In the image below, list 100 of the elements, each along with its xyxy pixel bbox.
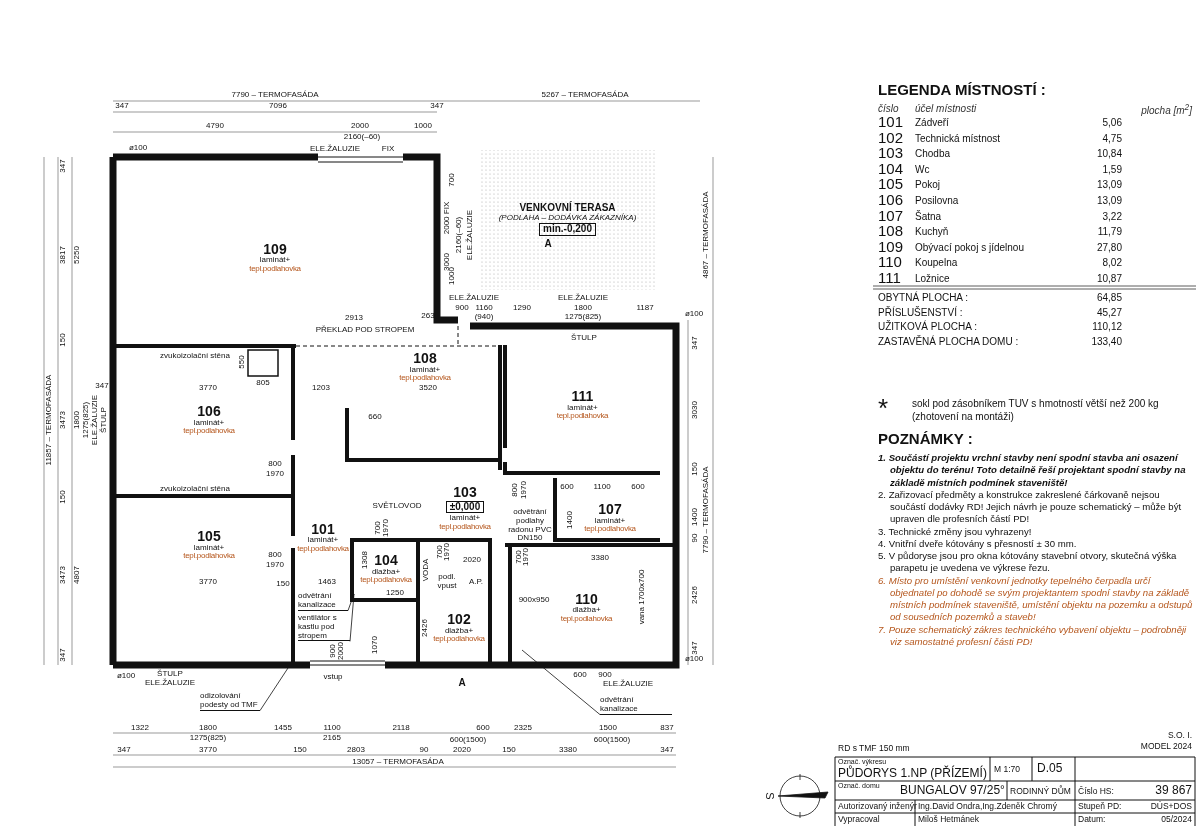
wall-spec-label: RD s TMF 150 mm (838, 744, 910, 754)
dimension-value: 3770 (199, 577, 217, 587)
door-dimension: 700 (373, 521, 383, 535)
section-mark: A (544, 237, 552, 249)
order-number: 39 867 (1155, 784, 1192, 798)
dimension-value: 3380 (559, 745, 577, 755)
dimension-value: 1250 (386, 588, 404, 598)
floor-finish-label: dlažba+ (371, 567, 401, 577)
dimension-value: 1322 (131, 723, 149, 733)
field-caption: Autorizovaný inženýr (838, 802, 917, 812)
total-label: ZASTAVĚNÁ PLOCHA DOMU : (878, 335, 1019, 347)
dimension-label: 11857 – TERMOFASÁDA (44, 374, 54, 466)
dimension-value: 3817 (58, 246, 68, 264)
floor-finish-label: laminát+ (449, 514, 481, 523)
house-category: RODINNÝ DŮM (1010, 787, 1071, 797)
author-name: Miloš Hetmánek (918, 815, 979, 825)
dimension-value: 7096 (269, 101, 287, 111)
dimension-label: 7790 – TERMOFASÁDA (231, 90, 319, 100)
floor-drain-label: podl. vpust (436, 573, 458, 591)
floor-finish-label: laminát+ (193, 543, 225, 553)
scale-value: M 1:70 (994, 765, 1020, 775)
dimension-value: 90 (419, 745, 429, 755)
dimension-value: 1308 (360, 551, 370, 569)
dimension-value: 900 (598, 670, 612, 679)
area-value: 11,79 (1097, 226, 1122, 238)
compass-letter: S (763, 792, 777, 800)
dimension-value: 2913 (345, 313, 363, 323)
section-mark: A (458, 676, 466, 688)
annotation-text: odvětrání kanalizace (600, 696, 672, 715)
room-name: Koupelna (915, 257, 958, 269)
dimension-value: 2000 (351, 121, 369, 131)
dimension-value: 837 (660, 723, 674, 733)
drain-pipe-label: ø100 (684, 654, 704, 664)
window-label: ŠTULP (571, 333, 597, 343)
dimension-value: 4807 (72, 566, 82, 584)
floor-heating-label: tepl.podlahovka (183, 427, 235, 436)
area-value: 13,09 (1096, 195, 1122, 206)
room-number: 104 (374, 553, 398, 568)
drain-pipe-label: ø100 (684, 309, 704, 319)
dimension-value: 1275(825) (189, 733, 227, 743)
room-name: Wc (915, 163, 930, 175)
door-dimension: 1970 (519, 481, 529, 499)
note-text: 2. Zařizovací předměty a konstrukce zakreslené čárkovaně nejsou součástí dodávky RD! Jejich návrh je pouze schematický – může být upraven dle profesních částí PD! (878, 488, 1183, 526)
floor-finish-label: dlažba+ (444, 626, 474, 636)
door-dimension: 1970 (442, 543, 452, 561)
door-dimension: 1970 (266, 469, 284, 479)
dimension-value: 1400 (690, 508, 700, 526)
dimension-value: 347 (690, 336, 700, 350)
room-number: 111 (571, 389, 594, 404)
dimension-label: 5267 – TERMOFASÁDA (541, 90, 629, 100)
dimension-value: 600(1500) (449, 735, 487, 745)
area-value: 10,87 (1096, 273, 1122, 284)
total-label: PŘÍSLUŠENSTVÍ : (878, 306, 963, 318)
floor-heating-label: tepl.podlahovka (183, 552, 235, 561)
floor-heating-label: tepl.podlahovka (433, 635, 485, 644)
dimension-value: 1203 (312, 383, 330, 393)
room-number: 107 (878, 207, 904, 225)
dimension-value: 1290 (513, 303, 531, 313)
dimension-value: 347 (115, 101, 129, 111)
dimension-value: 550 (237, 355, 247, 369)
window-label: FIX (381, 144, 395, 154)
drawing-number: D.05 (1037, 762, 1063, 776)
dimension-value: 347 (690, 641, 699, 655)
equipment-label: A.P. (468, 577, 484, 587)
dimension-value: 347 (117, 745, 131, 755)
floor-finish-label: laminát+ (193, 418, 225, 428)
floor-heating-label: tepl.podlahovka (439, 522, 491, 531)
note-text: 4. Vnitřní dveře kótovány s přesností ± 30 mm. (878, 537, 1078, 551)
dimension-value: 600 (476, 723, 490, 733)
dimension-value: 150 (502, 745, 516, 755)
annotation-text: odizolování podesty od TMF (200, 692, 260, 711)
floor-heating-label: tepl.podlahovka (360, 576, 412, 585)
asterisk-mark: * (878, 398, 889, 419)
dimension-value: 150 (58, 333, 68, 347)
note-text: 1. Součástí projektu vrchní stavby není spodní stavba ani osazení objektu do terénu! Toto detailně řeší projektant spodní stavby na základě místních podmínek staveniště! (878, 452, 1187, 489)
column-header: číslo (878, 103, 899, 114)
drain-pipe-label: ø100 (128, 143, 148, 153)
window-label: ELE.ŽALUZIE (144, 678, 196, 688)
door-dimension: 800 (510, 483, 520, 497)
note-text: 6. Místo pro umístění venkovní jednotky tepelného čerpadla určí objednatel po dohodě se svým projektantem spodní stavby na základě místních podmínek staveniště, umístění objektu na pozemku a odstupů od sousedních pozemků a staveb! (878, 574, 1194, 624)
leader-line (521, 649, 601, 715)
annotation-text: ventilátor s kastlu pod stropem (298, 614, 350, 642)
room-name: Posilovna (915, 195, 959, 206)
skylight-label: SVĚTLOVOD (372, 501, 422, 511)
dimension-value: 1500 (599, 723, 617, 733)
water-label: VODA (421, 558, 431, 582)
window-label: ELE.ŽALUZIE (602, 679, 654, 689)
stage-value: DÚS+DOS (1150, 802, 1192, 812)
dimension-value: 2426 (420, 619, 430, 637)
area-value: 8,02 (1102, 257, 1122, 269)
area-value: 10,84 (1096, 148, 1122, 160)
dimension-value: 1070 (370, 636, 380, 654)
dimension-value: 5250 (72, 246, 82, 264)
floor-heating-label: tepl.podlahovka (249, 264, 301, 274)
level-mark: min.-0,200 (539, 223, 596, 236)
dimension-value: 347 (58, 648, 68, 662)
engineer-names: Ing.David Ondra,Ing.Zdeněk Chromý (918, 802, 1057, 812)
dimension-value: 3030 (690, 401, 700, 419)
note-text: sokl pod zásobníkem TUV s hmotností větší než 200 kg (zhotovení na montáži) (912, 398, 1160, 423)
dimension-value: 2000 FIX (442, 201, 452, 235)
